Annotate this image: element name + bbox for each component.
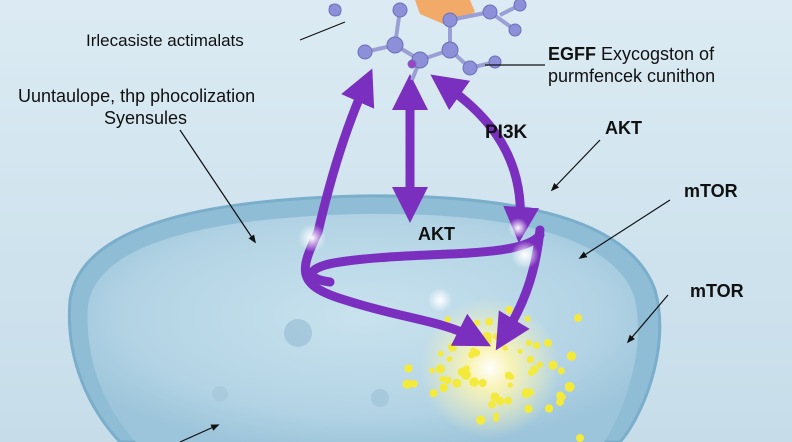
label-egff-rest: Exycogston of: [596, 44, 715, 64]
signal-dot: [527, 388, 535, 396]
signal-dot: [437, 350, 444, 357]
signal-dot: [504, 396, 512, 405]
cell-interior: [87, 213, 638, 442]
signal-arrows: [300, 68, 545, 351]
arrow-right-down: [430, 74, 540, 243]
signal-dot: [536, 361, 544, 368]
pointer-akt-right: [550, 139, 601, 192]
signal-dot: [488, 400, 496, 409]
signal-dot: [557, 367, 565, 375]
arrow-left-up: [313, 68, 375, 237]
label-top-left: Irlecasiste actimalats: [86, 31, 244, 50]
signal-dot: [443, 376, 452, 385]
label-egff-line1: EGFF Exycogston of: [548, 44, 714, 65]
pointer-lines: [179, 21, 671, 442]
label-akt-center: AKT: [418, 224, 455, 244]
signal-dot: [574, 314, 582, 322]
signal-dot: [492, 333, 500, 340]
signal-dot: [508, 373, 515, 380]
signal-dot: [490, 392, 500, 402]
signal-dot: [482, 332, 492, 342]
signal-dot: [544, 339, 552, 347]
signal-dot: [485, 317, 493, 326]
sparkles: [298, 218, 539, 312]
signal-dot: [556, 398, 564, 406]
molecule: [328, 0, 527, 81]
vesicle: [371, 389, 389, 407]
signal-dot: [548, 360, 558, 370]
arrow-loop: [300, 227, 492, 347]
arrow-down: [495, 225, 545, 351]
signal-dot: [517, 348, 523, 354]
pointer-left-cell: [179, 129, 256, 244]
label-left-line1: Uuntaulope, thp phocolization: [18, 86, 256, 106]
vesicle: [212, 386, 228, 402]
signal-dot: [429, 389, 438, 398]
signal-dot: [473, 319, 481, 327]
pointer-mtor-upper: [578, 199, 671, 259]
cell: [67, 194, 662, 442]
signal-dot: [525, 339, 532, 346]
pointer-bottom-left: [179, 424, 220, 442]
signal-dot: [444, 316, 451, 323]
arrow-cross: [307, 230, 545, 287]
signal-dot: [524, 316, 531, 322]
label-mtor-upper: mTOR: [684, 181, 738, 201]
label-pi3k: PI3K: [485, 122, 528, 143]
signal-dot: [468, 351, 476, 359]
signal-dot: [478, 379, 487, 387]
signal-dot: [502, 345, 508, 351]
signal-dot: [439, 383, 448, 393]
signal-dot: [566, 351, 577, 361]
signal-dot: [409, 379, 418, 388]
signal-dot: [462, 365, 470, 373]
signal-dot: [564, 382, 575, 392]
signal-dot: [505, 306, 513, 314]
label-mtor-lower: mTOR: [690, 281, 744, 301]
vesicle: [284, 319, 312, 347]
signal-dot: [447, 342, 457, 352]
signal-dot: [493, 416, 499, 422]
signal-dot: [404, 364, 413, 373]
signal-dot: [402, 379, 412, 389]
label-akt-right: AKT: [605, 118, 642, 138]
signal-dot: [507, 382, 513, 388]
signal-dot: [544, 404, 554, 413]
label-left-line2: Syensules: [104, 108, 188, 128]
label-egff-line2: purmfencek cunithon: [548, 66, 716, 86]
signal-dot: [532, 341, 541, 349]
pointer-mtor-lower: [626, 294, 669, 344]
signal-dot: [476, 415, 486, 425]
signal-dot: [435, 364, 445, 374]
signal-dot: [576, 434, 584, 442]
signal-dot: [469, 377, 479, 387]
signal-dot: [429, 367, 435, 374]
pointer-top-left: [299, 21, 346, 41]
signal-dot: [524, 404, 533, 413]
signal-dot: [446, 356, 453, 362]
signal-dot: [530, 365, 539, 374]
signal-dot: [526, 355, 534, 364]
label-egff-bold: EGFF: [548, 44, 596, 64]
signal-dot: [452, 378, 462, 388]
